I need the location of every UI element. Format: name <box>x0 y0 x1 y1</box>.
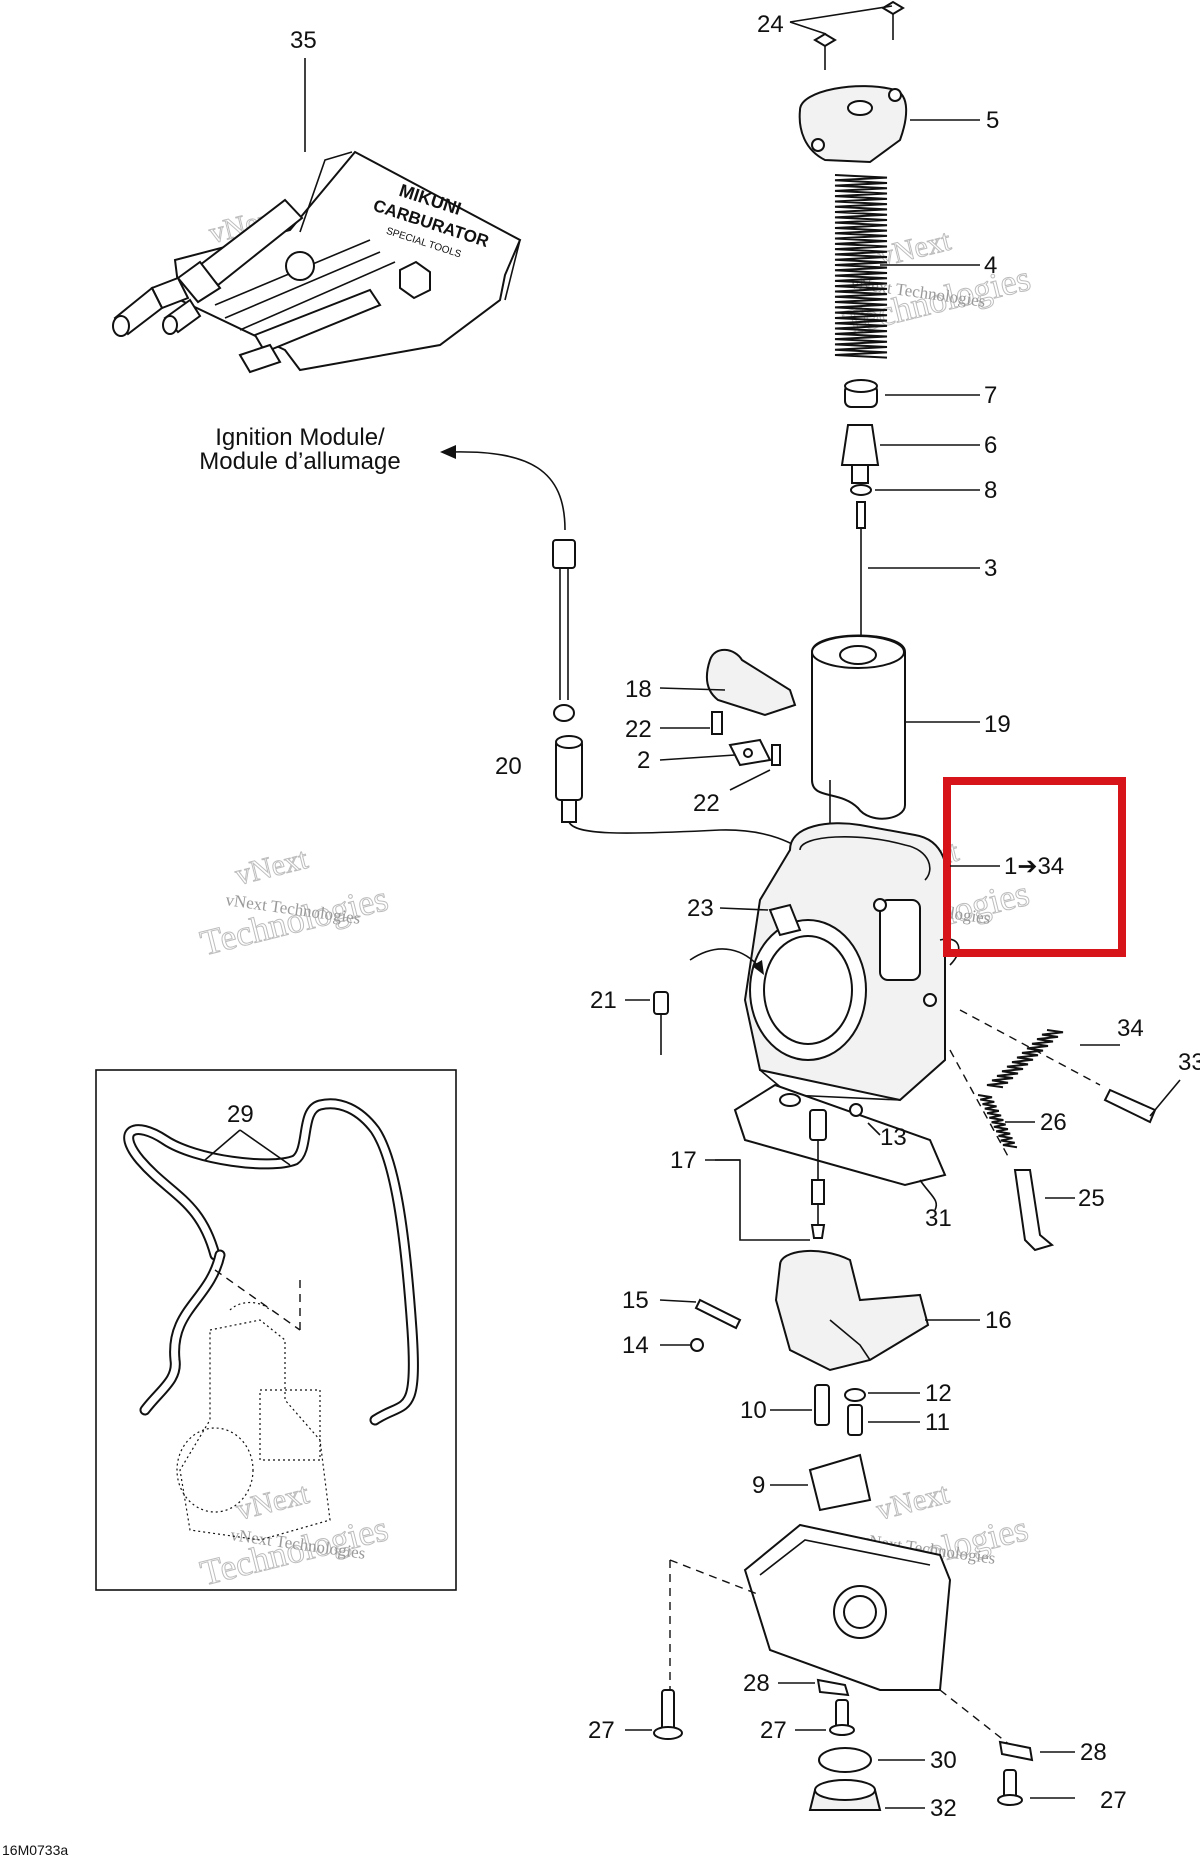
ignition-arrow-line <box>449 451 566 531</box>
callout-18: 18 <box>625 676 652 703</box>
part-24-screws <box>789 0 905 70</box>
callout-23: 23 <box>687 895 714 922</box>
callout-17-bracket <box>715 1159 810 1241</box>
part-3-jet-needle <box>856 501 980 640</box>
callout-5: 5 <box>986 107 999 134</box>
part-7-spring-seat <box>844 379 980 408</box>
callout-3: 3 <box>984 555 997 582</box>
part-4-spring <box>834 174 888 359</box>
part-21-pilot-screw <box>625 991 669 1055</box>
highlight-box <box>943 777 1126 957</box>
callout-17: 17 <box>670 1147 697 1174</box>
float-bowl <box>743 1523 952 1691</box>
callout-10: 10 <box>740 1397 767 1424</box>
callout-4: 4 <box>984 252 997 279</box>
callout-35: 35 <box>290 27 317 54</box>
part-5-top-cap <box>798 85 980 164</box>
ignition-arrow-head <box>440 445 456 459</box>
jet-assembly <box>809 1109 827 1239</box>
part-19-throttle-slide <box>811 634 980 820</box>
part-28-clamp-a <box>778 1678 850 1697</box>
callout-34: 34 <box>1117 1015 1144 1042</box>
svg-text:vNext: vNext <box>873 1477 953 1527</box>
callout-15: 15 <box>622 1287 649 1314</box>
callout-9: 9 <box>752 1472 765 1499</box>
ignition-connector <box>552 539 576 722</box>
part-6-needle-holder <box>840 424 980 484</box>
part-15-float-pin <box>659 1298 742 1330</box>
part-34-spring <box>986 1029 1064 1089</box>
callout-21: 21 <box>590 987 617 1014</box>
part-27-screw-c <box>997 1769 1075 1806</box>
callout-32: 32 <box>930 1795 957 1822</box>
callout-27-a: 27 <box>588 1717 615 1744</box>
callout-33: 33 <box>1178 1049 1200 1076</box>
part-29-vent-hoses <box>123 1098 419 1541</box>
callout-16: 16 <box>985 1307 1012 1334</box>
callout-22-upper: 22 <box>625 716 652 743</box>
part-18-throttle-lever <box>659 648 797 717</box>
watermark-mid-left: vNext Technologies <box>196 842 392 964</box>
part-2-plate <box>659 738 772 767</box>
watermark-bottom-left: vNext Technologies <box>196 1476 392 1593</box>
callout-30: 30 <box>930 1747 957 1774</box>
callout-22-lower: 22 <box>693 790 720 817</box>
hose-routing-inset <box>95 1069 457 1591</box>
part-14-screw <box>660 1338 704 1352</box>
part-9-baffle <box>770 1453 872 1512</box>
callout-1-to-34: 1➔34 <box>1004 853 1064 880</box>
part-30-o-ring <box>818 1747 925 1773</box>
callout-20: 20 <box>495 753 522 780</box>
part-31-gasket <box>733 1083 947 1211</box>
part-28-clamp-b <box>998 1740 1075 1762</box>
ignition-module-label-en: Ignition Module/ <box>215 424 385 451</box>
part-12-washer <box>844 1388 920 1402</box>
callout-14: 14 <box>622 1332 649 1359</box>
svg-text:vNext: vNext <box>233 1477 313 1527</box>
part-8-clip <box>850 484 980 496</box>
ignition-module-label-fr: Module d’allumage <box>199 448 400 475</box>
callout-31: 31 <box>925 1205 952 1232</box>
callout-28-b: 28 <box>1080 1739 1107 1766</box>
callout-6: 6 <box>984 432 997 459</box>
callout-2: 2 <box>637 747 650 774</box>
svg-text:Technologies: Technologies <box>196 878 391 963</box>
part-26-spring <box>977 1094 1018 1149</box>
part-27-screw-b <box>795 1699 855 1736</box>
callout-24: 24 <box>757 11 784 38</box>
carburetor-body <box>743 822 960 1102</box>
part-13-plug <box>779 1093 881 1136</box>
part-27-screw-a <box>625 1689 683 1740</box>
callout-28-a: 28 <box>743 1670 770 1697</box>
drawing-code: 16M0733a <box>2 1842 68 1858</box>
part-23-nipple <box>689 903 802 975</box>
callout-12: 12 <box>925 1380 952 1407</box>
part-20-enricher-plunger <box>555 735 841 871</box>
part-11-pilot-jet <box>847 1404 920 1436</box>
callout-27-b: 27 <box>760 1717 787 1744</box>
callout-27-c: 27 <box>1100 1787 1127 1814</box>
part-32-drain-plug <box>808 1779 925 1811</box>
part-33-screw <box>1103 1079 1181 1124</box>
callout-26: 26 <box>1040 1109 1067 1136</box>
part-16-float <box>774 1249 980 1372</box>
callout-25: 25 <box>1078 1185 1105 1212</box>
part-22-screw-b <box>729 744 781 791</box>
callout-11: 11 <box>925 1409 950 1436</box>
svg-text:vNext: vNext <box>232 842 312 892</box>
part-22-screw-a <box>660 711 723 735</box>
tool-kit-part-35: MIKUNI CARBURATOR SPECIAL TOOLS <box>112 58 522 374</box>
part-25-screw <box>1013 1169 1075 1252</box>
callout-13: 13 <box>880 1124 907 1151</box>
callout-8: 8 <box>984 477 997 504</box>
callout-29: 29 <box>227 1101 254 1128</box>
callout-19: 19 <box>984 711 1011 738</box>
callout-7: 7 <box>984 382 997 409</box>
part-10-main-jet <box>770 1384 830 1426</box>
